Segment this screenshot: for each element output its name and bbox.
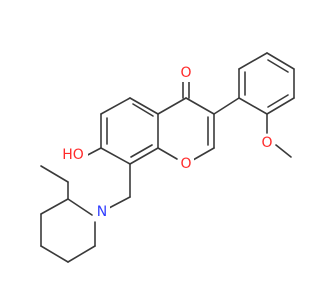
bond-a1 bbox=[129, 97, 159, 115]
bond-side-2 bbox=[108, 196, 131, 209]
bond-b1 bbox=[157, 97, 187, 115]
bond-a4 bbox=[100, 147, 131, 165]
bond-c2 bbox=[238, 52, 268, 70]
molecule-canvas: O O HO O N bbox=[40, 52, 295, 263]
bond-pip-1 bbox=[67, 198, 93, 216]
bond-b5 bbox=[157, 147, 178, 160]
chemical-structure: O O HO O N bbox=[40, 52, 295, 263]
hydroxyl-label: HO bbox=[62, 147, 84, 163]
bond-c6 bbox=[238, 97, 268, 115]
bond-a3 bbox=[129, 147, 159, 165]
label-mask-n bbox=[95, 203, 110, 221]
bond-c3 bbox=[266, 52, 295, 70]
label-mask-ring-o bbox=[179, 155, 194, 173]
ketone-oxygen-label: O bbox=[180, 65, 191, 81]
bond-c5-inner bbox=[267, 94, 289, 108]
bond-methyl-tip bbox=[40, 165, 69, 183]
bond-c5 bbox=[266, 97, 295, 115]
bond-pip-4 bbox=[40, 245, 69, 263]
bond-c0 bbox=[213, 97, 240, 115]
bond-a1-inner bbox=[132, 103, 154, 117]
label-mask-hydroxyl bbox=[60, 146, 88, 164]
bond-pip-2 bbox=[40, 198, 69, 215]
bond-b2 bbox=[185, 97, 215, 115]
bond-a3-inner bbox=[130, 144, 153, 158]
bond-pip-5 bbox=[67, 245, 96, 263]
piperidine-nitrogen-label: N bbox=[97, 204, 107, 220]
label-mask-methoxy bbox=[260, 134, 275, 152]
bond-c3-inner bbox=[267, 59, 289, 73]
bond-a6 bbox=[100, 97, 131, 115]
ring-oxygen-label: O bbox=[180, 156, 191, 172]
methoxy-oxygen-label: O bbox=[261, 135, 272, 151]
label-mask-ketone bbox=[177, 64, 195, 82]
bond-methoxy-2 bbox=[275, 144, 292, 158]
